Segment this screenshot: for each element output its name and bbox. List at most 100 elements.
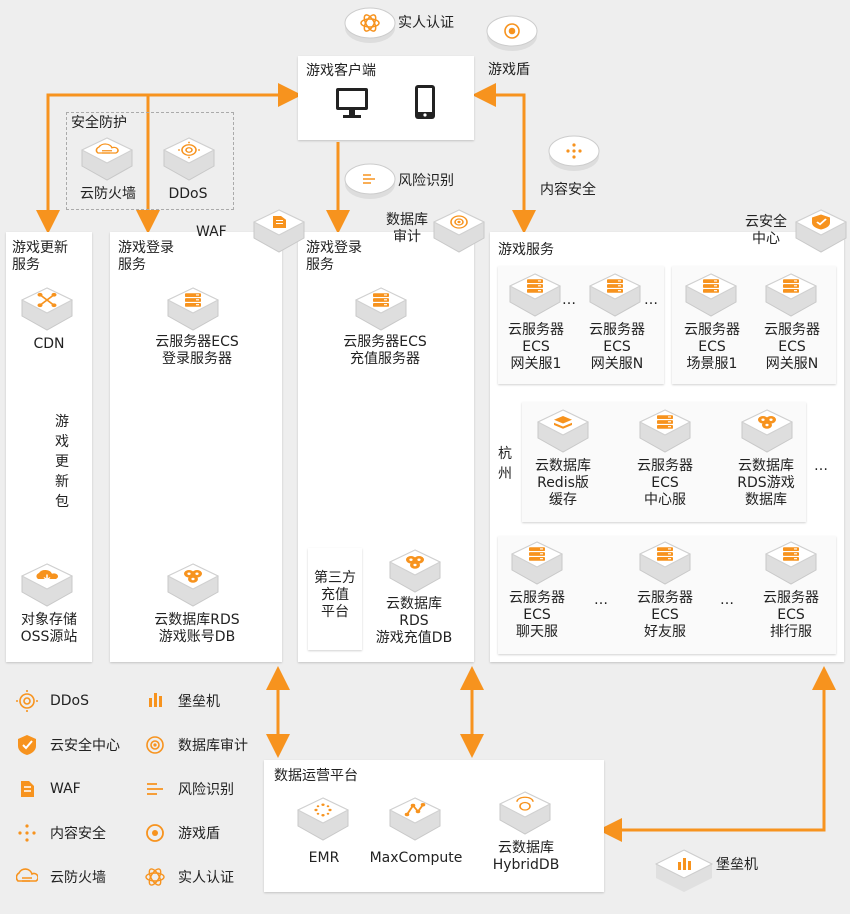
desktop-icon [336,88,368,118]
legend-label: 内容安全 [50,826,106,842]
gatewayN-label: 云服务器 ECS 网关服N [589,322,645,372]
ellipsis-2: … [644,292,658,308]
risk-identification-disc [344,160,396,200]
server-icon [657,415,673,429]
firewall-icon [95,143,119,154]
firewall-label: 云防火墙 [80,186,136,202]
redis-cube [536,408,590,454]
realname-auth-disc [344,4,396,44]
waf-icon [273,216,286,228]
pay-rds-label: 云数据库 RDS 游戏充值DB [375,596,453,646]
ddos-icon [16,690,38,712]
db-audit-icon [146,736,164,754]
cdn-cube [20,286,74,332]
db-audit-cube [432,208,486,254]
chat-server-cube [510,540,564,586]
friend-server-label: 云服务器 ECS 好友服 [637,590,693,640]
legend-item: 云安全中心 [16,734,120,756]
security-title: 安全防护 [71,115,127,131]
hangzhou-label: 杭州 [498,446,512,482]
pay-rds-cube [388,548,442,594]
legend-label: 云防火墙 [50,870,106,886]
client-title: 游戏客户端 [306,63,376,79]
redis-icon [554,416,572,429]
rds-icon [184,570,202,583]
scene1-cube [684,272,738,318]
server-icon [783,547,799,561]
center-server-cube [638,408,692,454]
legend-item: 堡垒机 [144,690,220,712]
legend-item: 数据库审计 [144,734,248,756]
legend-item: WAF [16,778,81,800]
db-audit-label: 数据库 审计 [386,212,428,245]
risk-identification-icon [363,174,375,184]
content-security-icon [566,143,582,159]
pay-service-title: 游戏登录 服务 [306,240,362,273]
game-rds-label: 云数据库 RDS游戏 数据库 [737,458,795,508]
legend-label: DDoS [50,693,90,709]
server-icon [607,279,623,293]
legend-label: 实人认证 [178,870,234,886]
legend-item: 实人认证 [144,866,234,888]
dbaudit-icon [450,215,468,229]
legend-label: 堡垒机 [178,694,220,710]
login-ecs-cube [166,286,220,332]
cloud-security-center-icon [18,735,36,755]
emr-icon [314,803,332,817]
gatewayN2-label: 云服务器 ECS 网关服N [764,322,820,372]
realname-auth-label: 实人认证 [398,15,454,31]
game-client-panel: 游戏客户端 [298,56,474,140]
waf-icon [21,781,34,797]
gatewayN-cube [588,272,642,318]
bastion-icon [149,693,162,707]
friend-server-cube [638,540,692,586]
legend-label: 数据库审计 [178,738,248,754]
ddos-icon [178,141,200,159]
maxcompute-label: MaxCompute [369,850,463,866]
mobile-icon [415,85,435,119]
waf-label: WAF [196,224,227,240]
third-party-payment-label: 第三方 充值 平台 [314,570,356,620]
server-icon [185,293,201,307]
cloud-security-center-label: 云安全 中心 [745,214,787,247]
legend-label: 云安全中心 [50,738,120,754]
bastion-label: 堡垒机 [716,857,758,873]
oss-icon [36,570,59,581]
legend-item: 风险识别 [144,778,234,800]
server-icon [529,547,545,561]
security-protection-group: 安全防护 [66,112,234,210]
server-icon [703,279,719,293]
third-party-payment-box: 第三方 充值 平台 [308,548,362,650]
realname-auth-icon [360,14,380,32]
content-security-icon [18,824,36,842]
data-platform-title: 数据运营平台 [274,768,358,784]
content-security-disc [548,132,600,172]
server-icon [783,279,799,293]
rds-icon [758,416,776,429]
game-service-title: 游戏服务 [498,242,554,258]
cdn-label: CDN [33,336,65,352]
legend-item: 云防火墙 [16,866,106,888]
waf-cube [252,208,306,254]
gatewayN2-cube [764,272,818,318]
cdn-icon [37,292,57,308]
emr-label: EMR [308,850,340,866]
account-rds-label: 云数据库RDS 游戏账号DB [154,612,240,645]
chat-server-label: 云服务器 ECS 聊天服 [509,590,565,640]
cloud-security-center-cube [794,208,848,254]
emr-cube [296,796,350,842]
risk-identification-icon [147,783,163,795]
gateway1-label: 云服务器 ECS 网关服1 [508,322,564,372]
maxcompute-icon [404,803,426,817]
hybriddb-icon [516,796,534,811]
login-ecs-label: 云服务器ECS 登录服务器 [155,334,239,367]
ddos-label: DDoS [168,186,208,202]
legend-label: 风险识别 [178,782,234,798]
account-rds-cube [166,562,220,608]
server-icon [657,547,673,561]
content-security-label: 内容安全 [540,182,596,198]
redis-label: 云数据库 Redis版 缓存 [535,458,591,508]
game-shield-icon [504,23,520,39]
legend-label: 游戏盾 [178,826,220,842]
hybriddb-cube [498,790,552,836]
